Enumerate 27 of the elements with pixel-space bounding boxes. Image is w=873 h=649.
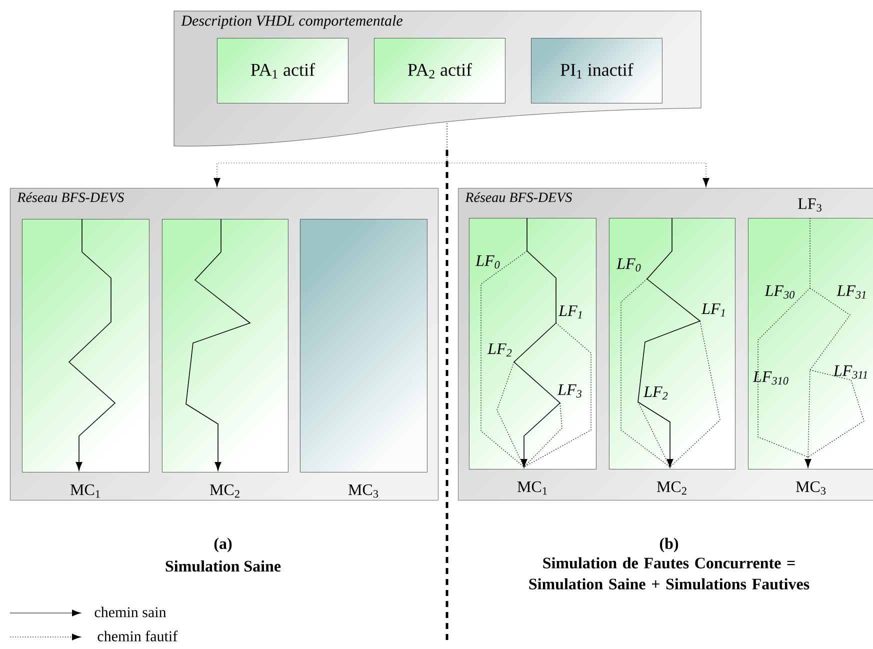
process-box: PA$_{2}$ actif [374,38,506,104]
legend-text: chemin fautif [98,630,178,642]
column-label: MC$_{2}$ [210,484,240,498]
column-label: MC$_{1}$ [70,484,100,498]
process-box: PI$_{1}$ inactif [531,38,662,104]
path-label: LF$_{2}$ [487,343,512,357]
path-label: LF$_{31}$ [836,285,866,299]
column-label: MC$_{2}$ [656,481,686,495]
column-label: MC$_{1}$ [517,481,547,495]
arrow [446,123,710,187]
path-label: LF$_{311}$ [833,365,867,379]
path-label: LF$_{310}$ [752,371,788,385]
path-label: LF$_{1}$ [701,303,725,317]
legend-text: chemin sain [94,606,166,618]
path-label: LF$_{2}$ [643,386,668,400]
caption-text: (a) [214,538,232,552]
column-label: MC$_{3}$ [348,484,378,498]
path-label: LF$_{0}$ [616,258,641,272]
column-label: MC$_{3}$ [796,481,826,495]
path-label: LF$_{3}$ [557,384,582,398]
path-label: LF$_{30}$ [764,285,795,299]
path-label: LF$_{1}$ [558,305,582,319]
caption-text: Simulation Saine [166,560,281,572]
path-label: LF$_{0}$ [475,255,500,269]
caption-text: Simulation de Fautes Concurrente = Simulation Saine + Simulations Fautives [529,557,810,590]
caption-text: (b) [660,538,678,552]
process-box: PA$_{1}$ actif [217,38,348,104]
